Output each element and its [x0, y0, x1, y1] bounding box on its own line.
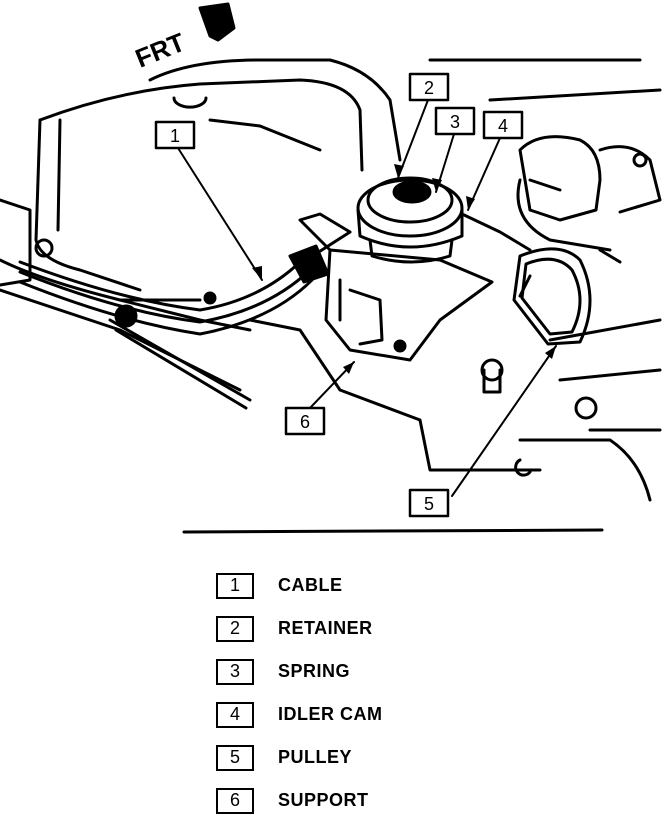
legend-label: RETAINER [278, 618, 373, 638]
callout-box-6: 6 [284, 406, 326, 436]
callout-box-2: 2 [408, 72, 450, 102]
legend-label: CABLE [278, 575, 343, 595]
legend-number: 6 [216, 787, 254, 814]
pulley-drawing [512, 247, 592, 346]
legend-label: SUPPORT [278, 790, 369, 810]
legend-number: 4 [216, 701, 254, 728]
callout-box-4: 4 [482, 110, 524, 140]
legend-item: 5 PULLEY [216, 736, 516, 779]
legend-label: SPRING [278, 661, 351, 681]
svg-text:2: 2 [424, 78, 434, 98]
legend-item: 3 SPRING [216, 650, 516, 693]
legend-number: 1 [216, 572, 254, 599]
legend-separator [182, 528, 604, 534]
support-bracket-drawing [298, 212, 494, 362]
svg-text:4: 4 [498, 116, 508, 136]
bolt-icon [34, 238, 598, 420]
legend-label: PULLEY [278, 747, 353, 767]
callout-box-1: 1 [154, 120, 196, 150]
legend-number: 3 [216, 658, 254, 685]
front-arrow-icon [198, 2, 236, 42]
engine-block-outline [0, 58, 662, 502]
legend-number: 2 [216, 615, 254, 642]
legend-item: 2 RETAINER [216, 607, 516, 650]
idler-cam-assembly-drawing [356, 176, 532, 264]
legend-label: IDLER CAM [278, 704, 383, 724]
legend-item: 6 SUPPORT [216, 779, 516, 822]
svg-text:6: 6 [300, 412, 310, 432]
front-direction-label: FRT [131, 27, 189, 74]
legend-item: 1 CABLE [216, 564, 516, 607]
legend-number: 5 [216, 744, 254, 771]
callout-box-3: 3 [434, 106, 476, 136]
svg-text:3: 3 [450, 112, 460, 132]
engine-component-drawing [516, 135, 662, 264]
callout-box-5: 5 [408, 488, 450, 518]
svg-text:1: 1 [170, 126, 180, 146]
parts-legend: 1 CABLE 2 RETAINER 3 SPRING 4 IDLER CAM … [216, 564, 516, 822]
throttle-cable-drawing [18, 230, 352, 410]
legend-item: 4 IDLER CAM [216, 693, 516, 736]
leader-arrowheads [252, 164, 556, 374]
leader-lines [177, 99, 557, 497]
svg-text:5: 5 [424, 494, 434, 514]
